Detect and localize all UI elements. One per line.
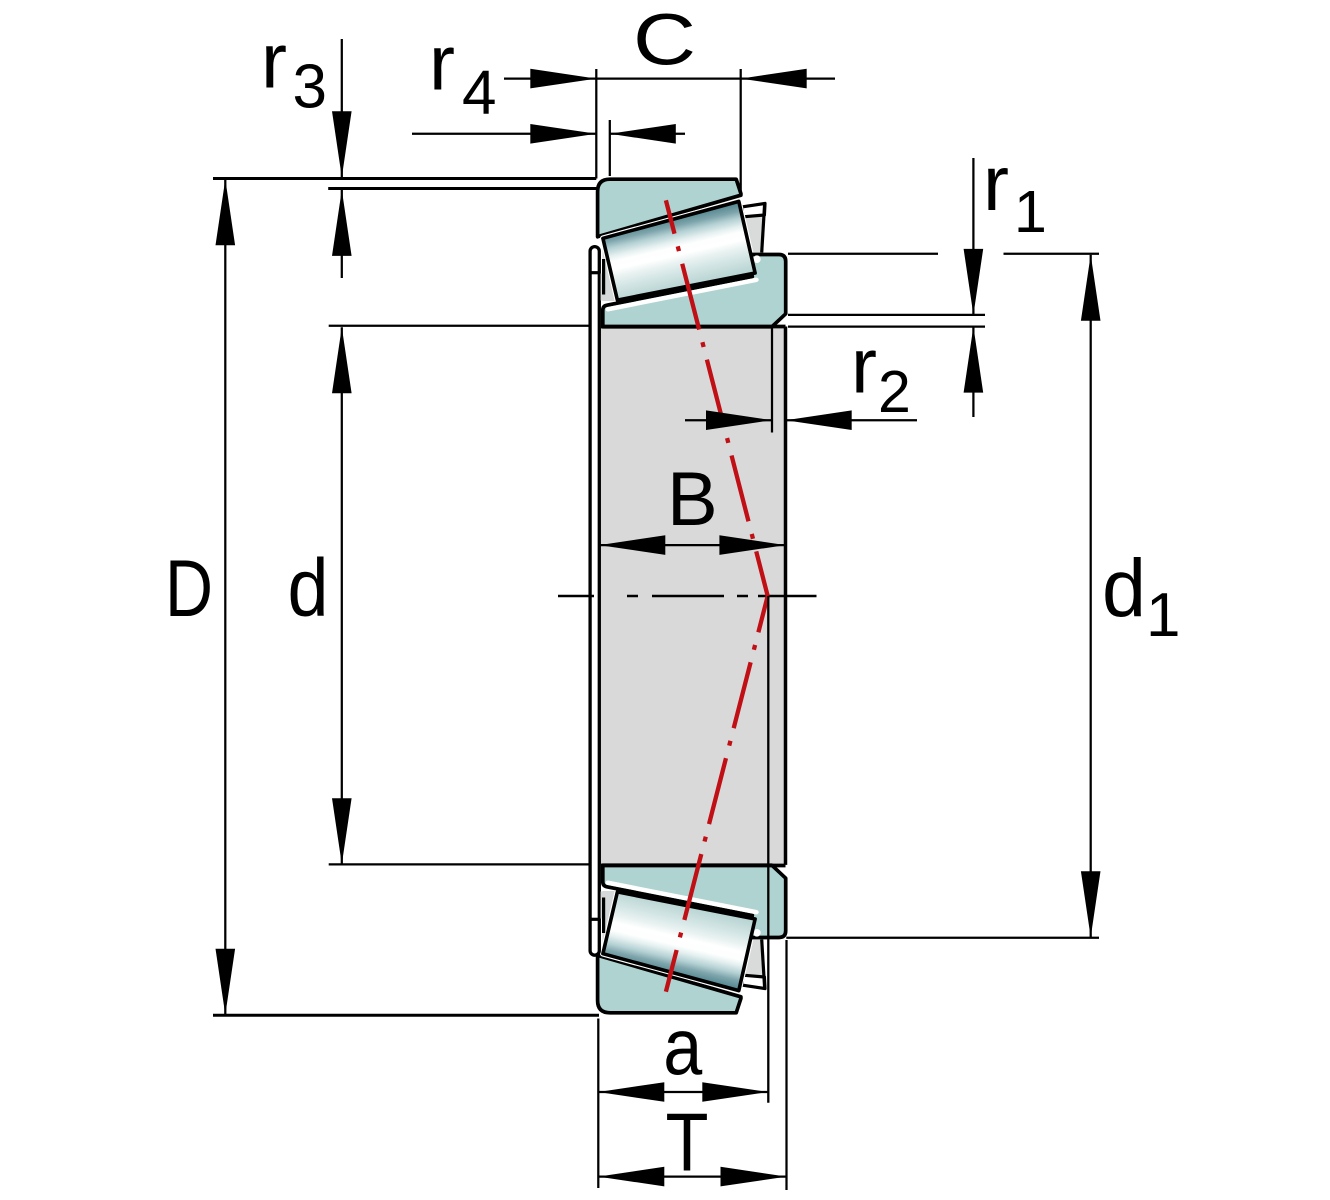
svg-text:4: 4 bbox=[462, 59, 496, 128]
svg-text:r: r bbox=[983, 139, 1009, 227]
svg-text:B: B bbox=[667, 457, 718, 542]
svg-text:2: 2 bbox=[878, 359, 911, 425]
svg-text:3: 3 bbox=[293, 53, 327, 122]
svg-text:r: r bbox=[429, 19, 455, 107]
svg-text:d: d bbox=[1102, 543, 1146, 634]
svg-text:1: 1 bbox=[1014, 179, 1047, 245]
svg-text:1: 1 bbox=[1146, 581, 1180, 650]
svg-text:D: D bbox=[165, 544, 213, 634]
svg-text:C: C bbox=[633, 0, 696, 80]
svg-text:r: r bbox=[261, 17, 287, 105]
svg-text:a: a bbox=[663, 1002, 702, 1091]
svg-text:r: r bbox=[851, 322, 877, 410]
svg-text:d: d bbox=[288, 543, 329, 634]
svg-text:T: T bbox=[666, 1096, 709, 1189]
